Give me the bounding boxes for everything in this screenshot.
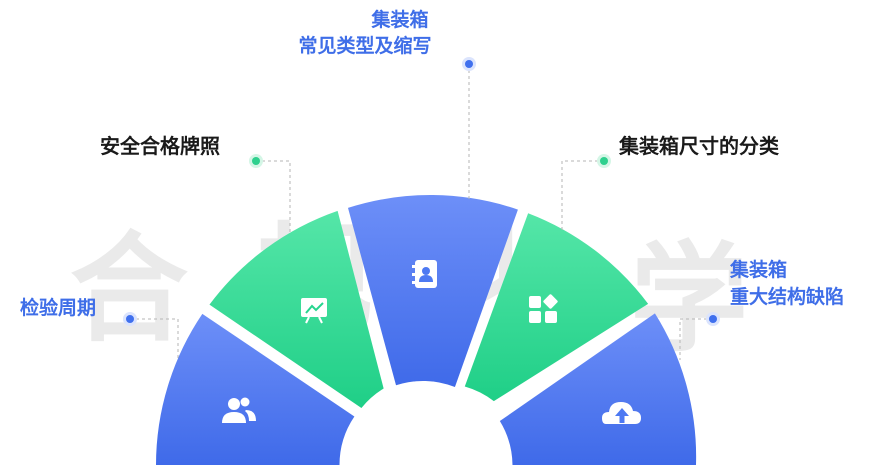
app-grid-icon xyxy=(529,294,558,323)
contact-book-icon xyxy=(412,260,437,288)
connector-right xyxy=(679,318,713,360)
connector-upper-right xyxy=(561,160,604,232)
label-left: 检验周期 xyxy=(20,297,97,319)
dot-right xyxy=(706,312,720,326)
chart-board-icon xyxy=(301,298,327,324)
watermark-char: 合 xyxy=(70,219,188,358)
segment-contacts[interactable] xyxy=(347,195,518,388)
segment-chart[interactable] xyxy=(209,210,384,408)
label-top-line2: 常见类型及缩写 xyxy=(298,35,432,57)
label-right-line2: 重大结构缺陷 xyxy=(730,286,845,308)
cloud-upload-icon xyxy=(602,402,641,424)
label-right: 集装箱 重大结构缺陷 xyxy=(730,257,844,311)
segment-cloud[interactable] xyxy=(499,313,697,465)
connector-dots xyxy=(123,57,720,326)
label-top-sub: 常见类型及缩写 xyxy=(285,34,445,59)
dot-upper-left xyxy=(249,154,263,168)
segment-apps[interactable] xyxy=(464,213,649,402)
dot-left xyxy=(123,312,137,326)
dot-top xyxy=(462,57,476,71)
connectors xyxy=(130,64,713,360)
segment-users[interactable] xyxy=(156,313,355,465)
label-upper-left: 安全合格牌照 xyxy=(100,134,220,158)
fan-segments xyxy=(156,195,697,465)
label-upper-right: 集装箱尺寸的分类 xyxy=(619,134,779,158)
label-top: 集装箱 xyxy=(340,8,460,33)
dot-upper-right xyxy=(597,154,611,168)
label-right-line1: 集装箱 xyxy=(730,259,788,281)
users-icon xyxy=(222,397,256,423)
label-top-line1: 集装箱 xyxy=(371,9,429,31)
connector-left xyxy=(130,318,179,360)
